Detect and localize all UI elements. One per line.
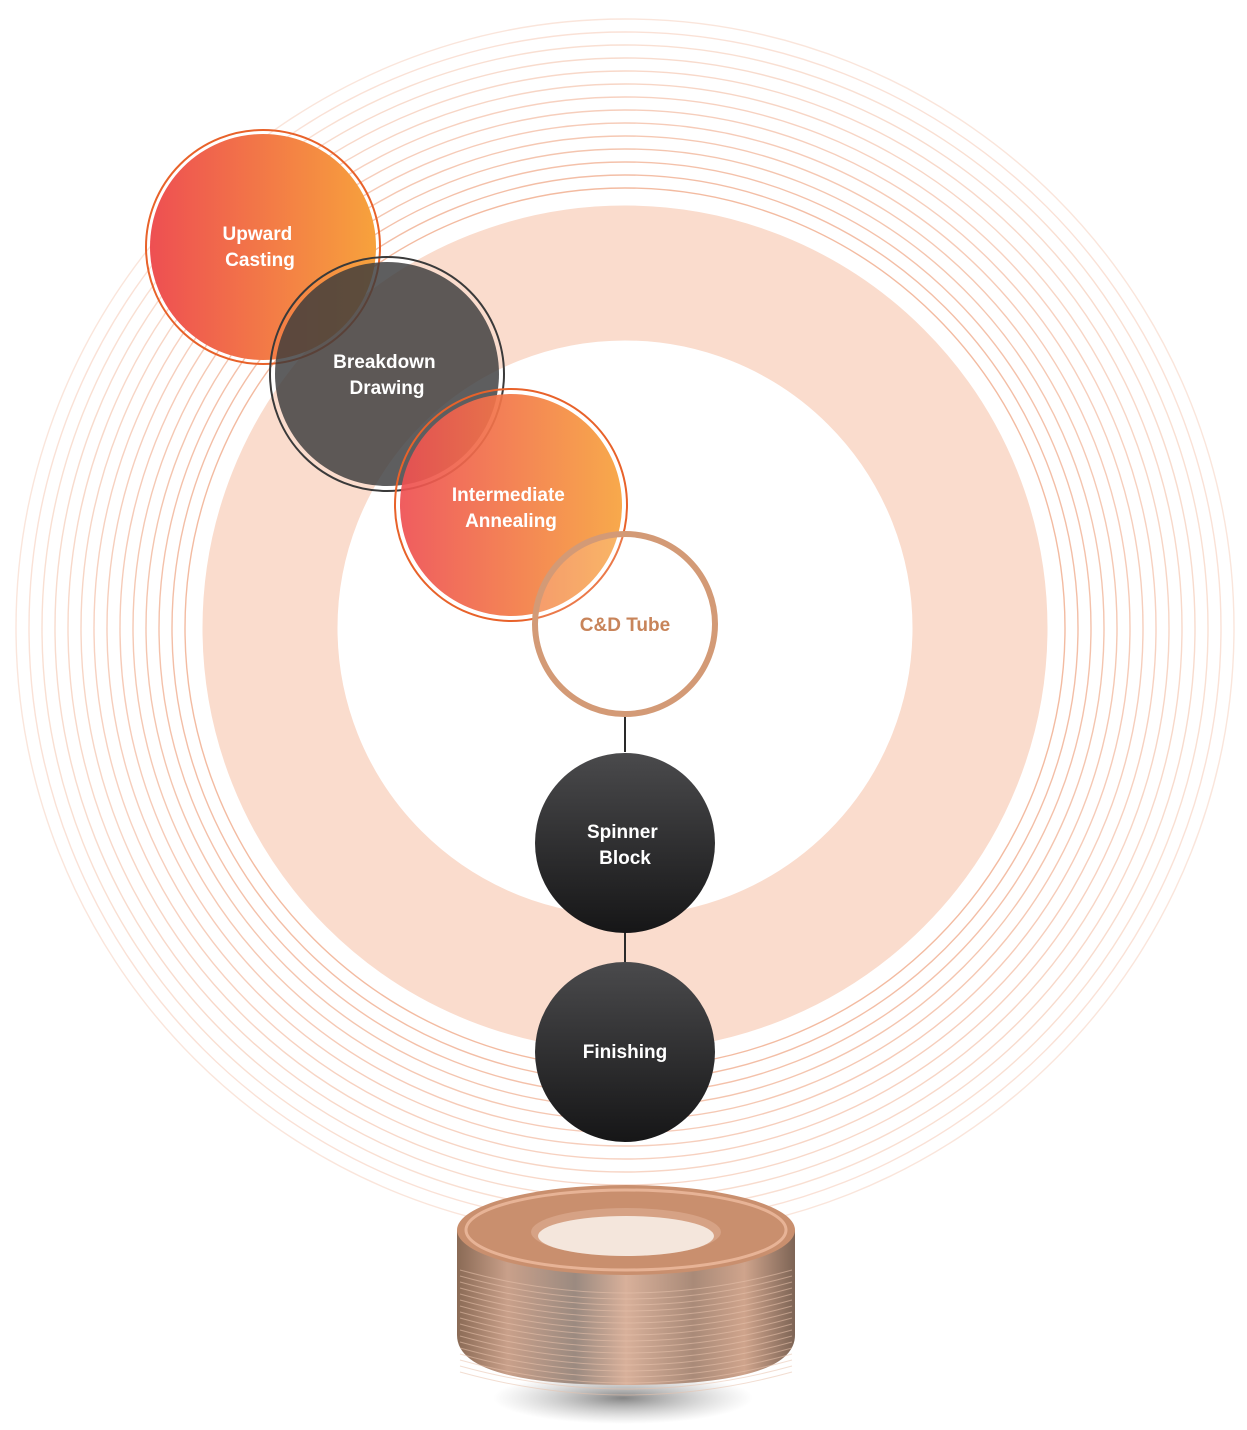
intermediate-annealing-step: Intermediate Annealing: [394, 388, 628, 622]
coil-winding-line: [459, 1311, 793, 1336]
finishing-step: Finishing: [535, 962, 715, 1142]
coil-winding-line: [459, 1347, 793, 1372]
coil-winding-line: [459, 1353, 793, 1378]
breakdown-drawing-label: Breakdown Drawing: [333, 352, 441, 399]
spinner-block-circle: [535, 753, 715, 933]
intermediate-annealing-circle: [400, 394, 622, 616]
cd-tube-label: C&D Tube: [580, 615, 670, 636]
thin-ring: [80, 83, 1170, 1173]
coil-winding-line: [459, 1269, 793, 1294]
coil-hole: [538, 1216, 714, 1256]
cd-tube-ring: [532, 531, 718, 717]
coil-winding-line: [459, 1275, 793, 1300]
spinner-block-step: Spinner Block: [535, 753, 715, 933]
finishing-label: Finishing: [583, 1042, 667, 1063]
coil-winding-line: [459, 1371, 793, 1396]
coil-winding-line: [459, 1305, 793, 1330]
coil-top-highlight: [464, 1188, 788, 1272]
coil-winding-line: [459, 1329, 793, 1354]
thin-ring: [106, 109, 1144, 1147]
upward-casting-label: Upward Casting: [223, 224, 298, 271]
thin-ring: [67, 70, 1183, 1186]
spinner-block-label: Spinner Block: [587, 822, 663, 869]
coil-winding-line: [459, 1281, 793, 1306]
finishing-circle: [535, 962, 715, 1142]
coil-winding-line: [459, 1323, 793, 1348]
breakdown-drawing-ring: [269, 256, 505, 492]
coil-winding-line: [459, 1359, 793, 1384]
coil-winding-line: [459, 1299, 793, 1324]
thin-ring: [93, 96, 1157, 1160]
coil-winding-line: [459, 1365, 793, 1390]
coil-winding-line: [459, 1287, 793, 1312]
upward-casting-ring: [145, 129, 381, 365]
intermediate-annealing-ring: [394, 388, 628, 622]
cd-tube-step: C&D Tube: [532, 531, 718, 717]
coil-winding-line: [459, 1317, 793, 1342]
coil-winding-line: [459, 1293, 793, 1318]
coil-winding-line: [459, 1341, 793, 1366]
coil-winding-line: [459, 1335, 793, 1360]
copper-tube-coil-image: [457, 1185, 795, 1424]
intermediate-annealing-label: Intermediate Annealing: [452, 485, 570, 532]
